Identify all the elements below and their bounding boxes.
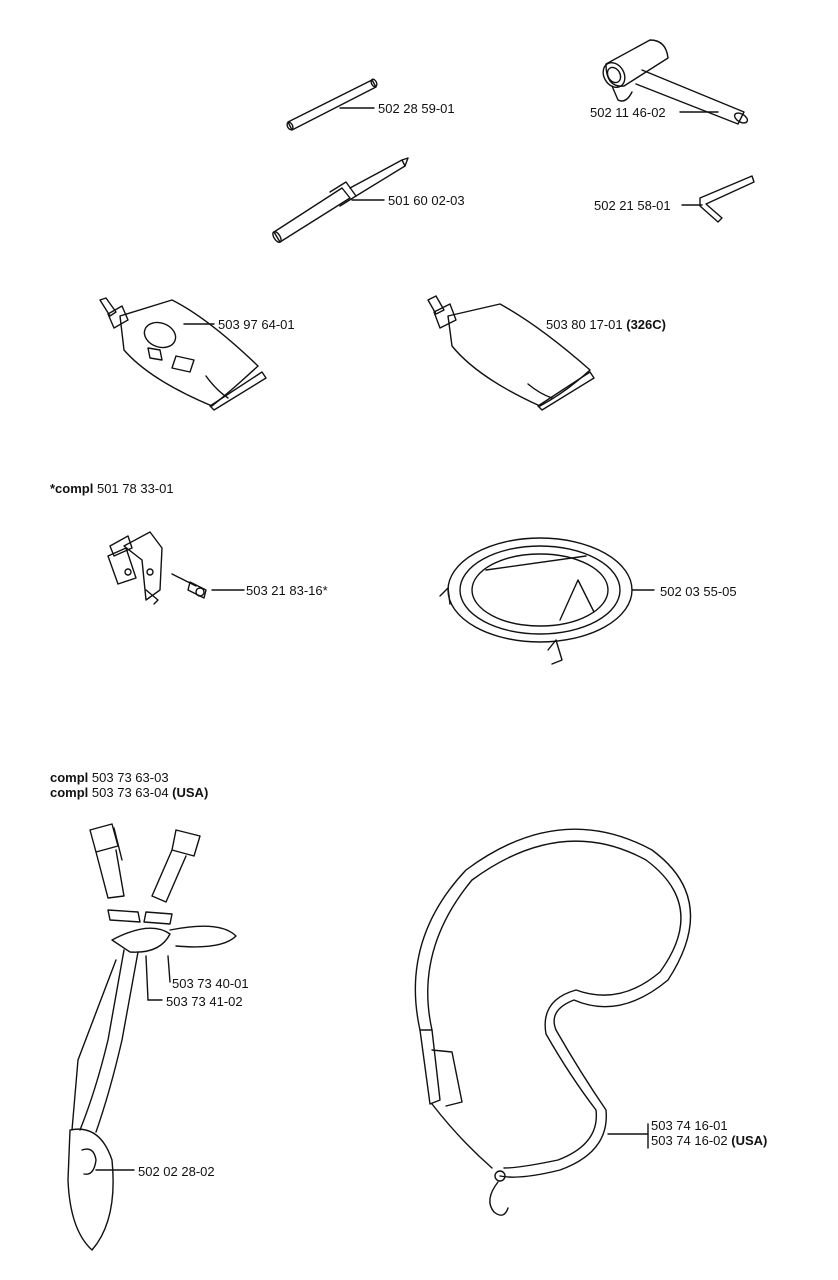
harness-compl-label-1: compl 503 73 63-03 — [50, 770, 169, 785]
compl-note-label: *compl 501 78 33-01 — [50, 481, 174, 496]
part-label-tube-326c-note: (326C) — [626, 317, 666, 332]
part-label-strap-1: 503 74 16-01 — [651, 1118, 728, 1133]
part-label-grease-tube: 503 97 64-01 — [218, 317, 295, 332]
guard-ring-drawing — [439, 537, 655, 665]
hex-key-drawing — [681, 175, 755, 223]
part-label-rod: 502 28 59-01 — [378, 101, 455, 116]
shoulder-strap-drawing — [414, 828, 692, 1216]
part-label-hex-key: 502 21 58-01 — [594, 198, 671, 213]
part-label-strap-2: 503 74 16-02 (USA) — [651, 1133, 768, 1148]
part-label-drift: 501 60 02-03 — [388, 193, 465, 208]
harness-drawing — [67, 823, 237, 1251]
harness-compl-word-2: compl — [50, 785, 89, 800]
harness-compl-word-1: compl — [50, 770, 89, 785]
socket-wrench-drawing — [602, 39, 749, 125]
tube-326c-drawing — [427, 295, 595, 411]
grease-tube-drawing — [99, 297, 267, 411]
harness-compl-label-2: compl 503 73 63-04 (USA) — [50, 785, 209, 800]
part-label-strap-2-note: (USA) — [731, 1133, 768, 1148]
compl-note-prefix: *compl — [50, 481, 94, 496]
part-label-socket-wrench: 502 11 46-02 — [590, 105, 666, 120]
part-label-screw: 503 21 83-16* — [246, 583, 328, 598]
part-label-tube-326c: 503 80 17-01 (326C) — [546, 317, 666, 332]
harness-compl-2-note: (USA) — [172, 785, 209, 800]
part-label-hip-pad: 502 02 28-02 — [138, 1164, 215, 1179]
part-label-harness-pad: 503 73 41-02 — [166, 994, 243, 1009]
rod-drawing — [286, 78, 378, 131]
clamp-screw-drawing — [107, 531, 245, 605]
part-label-harness-buckle: 503 73 40-01 — [172, 976, 249, 991]
drift-drawing — [272, 157, 409, 243]
part-label-guard-ring: 502 03 55-05 — [660, 584, 737, 599]
